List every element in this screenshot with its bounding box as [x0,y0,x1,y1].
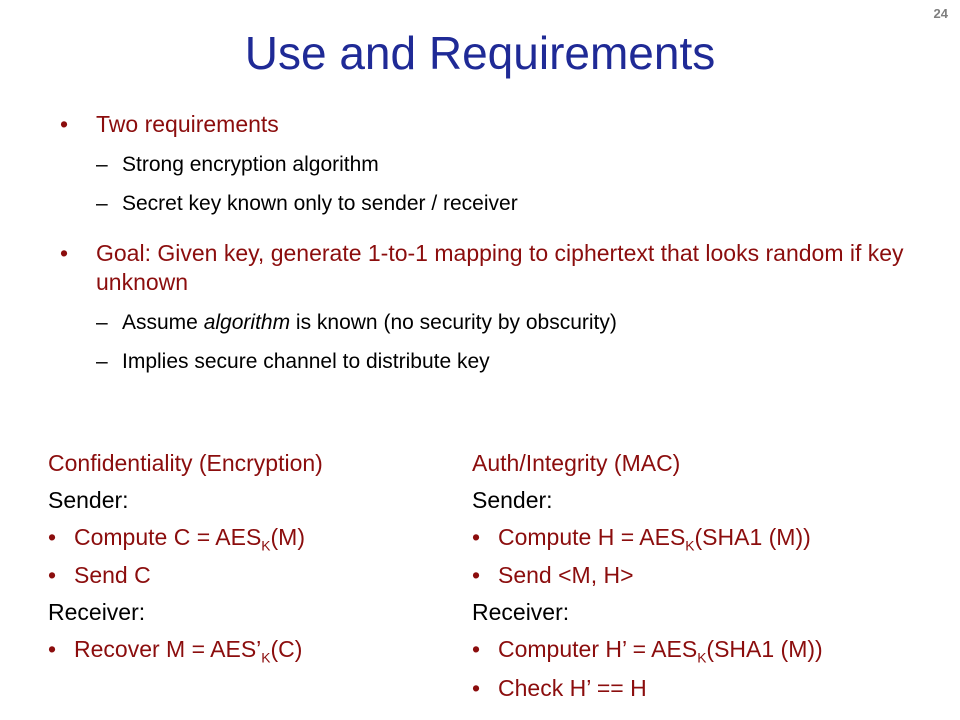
integrity-column: Auth/Integrity (MAC) Sender: • Compute H… [472,445,823,706]
confidentiality-column: Confidentiality (Encryption) Sender: • C… [48,445,323,670]
sender-label: Sender: [472,486,553,513]
list-item: • Send C [48,557,323,594]
sub-bullet-text: Implies secure channel to distribute key [122,350,490,374]
list-item: • Computer H’ = AESK(SHA1 (M)) [472,631,823,670]
column-heading: Auth/Integrity (MAC) [472,450,681,476]
column-heading: Confidentiality (Encryption) [48,450,323,476]
sub-bullet-text: Assume [122,310,204,334]
slide-title: Use and Requirements [244,27,716,79]
bullet-dot-icon: • [48,523,57,550]
item-text: Send <M, H> [498,562,634,589]
sub-bullet: – Strong encryption algorithm [60,151,920,178]
sub-bullet: – Implies secure channel to distribute k… [60,348,920,375]
item-text: (SHA1 (M)) [694,523,811,550]
sub-bullet: – Secret key known only to sender / rece… [60,190,920,217]
subscript: K [697,650,707,666]
subscript: K [685,538,695,554]
receiver-label: Receiver: [48,599,146,626]
bullet-dot-icon: • [472,674,481,701]
dash-icon: – [96,192,108,216]
bullet-dot-icon: • [472,635,481,662]
sender-label: Sender: [48,486,129,513]
dash-icon: – [96,310,108,334]
item-text: Computer H’ = AES [498,635,698,662]
sub-bullet-text: Strong encryption algorithm [122,152,379,176]
sub-bullet-text: Secret key known only to sender / receiv… [122,192,518,216]
list-item: • Recover M = AES’K(C) [48,631,323,670]
bullet-dot-icon: • [60,111,69,137]
bullet-dot-icon: • [472,562,481,589]
sub-bullet: – Assume algorithm is known (no security… [60,309,920,336]
bullet-text: Two requirements [96,111,279,137]
bullet-requirements: • Two requirements [60,110,920,139]
bullet-text: Goal: Given key, generate 1-to-1 mapping… [96,240,904,296]
bullet-dot-icon: • [472,523,481,550]
item-text: Check H’ == H [498,674,647,701]
bullet-goal: • Goal: Given key, generate 1-to-1 mappi… [60,239,920,297]
list-item: • Check H’ == H [472,670,823,707]
slide-number: 24 [933,6,948,21]
receiver-label: Receiver: [472,599,570,626]
bullet-dot-icon: • [48,562,57,589]
bullet-dot-icon: • [60,240,69,267]
list-item: • Send <M, H> [472,557,823,594]
item-text: Compute C = AES [74,523,262,550]
list-item: • Compute C = AESK(M) [48,519,323,558]
emphasis-text: algorithm [203,310,291,334]
bullet-dot-icon: • [48,635,57,662]
dash-icon: – [96,350,108,374]
subscript: K [261,538,271,554]
item-text: Compute H = AES [498,523,686,550]
list-item: • Compute H = AESK(SHA1 (M)) [472,519,823,558]
subscript: K [261,650,271,666]
main-bullets: • Two requirements – Strong encryption a… [60,110,920,375]
item-text: Recover M = AES’ [74,635,262,662]
item-text: (SHA1 (M)) [706,635,823,662]
item-text: (C) [270,635,303,662]
item-text: (M) [270,523,305,550]
item-text: Send C [74,562,151,589]
dash-icon: – [96,152,108,176]
sub-bullet-text: is known (no security by obscurity) [290,310,617,334]
